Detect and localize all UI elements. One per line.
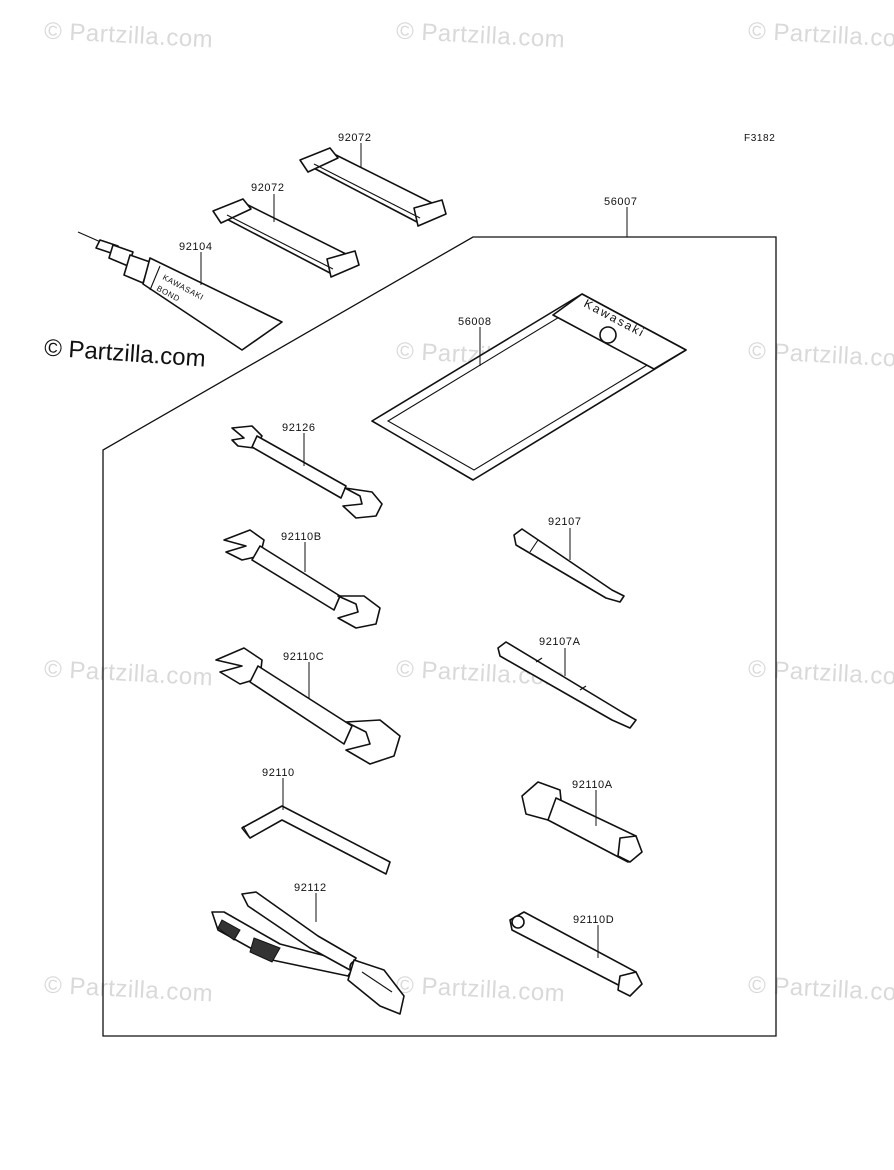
hex-key[interactable] [241,805,391,875]
callout-56008[interactable]: 56008 [458,316,492,328]
callout-92104[interactable]: 92104 [179,241,213,253]
plug-wrench[interactable] [521,781,643,863]
callout-92107[interactable]: 92107 [548,516,582,528]
pliers[interactable] [211,891,405,1015]
callout-92072-upper[interactable]: 92072 [338,132,372,144]
box-wrench[interactable] [509,911,643,997]
callout-92110a[interactable]: 92110A [572,779,613,791]
figure-code: F3182 [744,133,775,144]
wrench-92126[interactable] [231,425,383,519]
callout-92110d[interactable]: 92110D [573,914,614,926]
callout-92110[interactable]: 92110 [262,767,295,779]
strap-upper[interactable] [299,147,447,227]
screwdriver-combo[interactable] [497,641,637,729]
tool-kit-outline [102,236,777,1037]
callout-92112[interactable]: 92112 [294,882,327,894]
callout-92126[interactable]: 92126 [282,422,316,434]
strap-lower[interactable] [212,198,360,278]
screwdriver-phillips[interactable] [513,528,625,603]
callout-92072-lower[interactable]: 92072 [251,182,285,194]
tool-case[interactable]: Kawasaki [371,293,687,481]
wrench-92110b[interactable] [223,529,381,629]
callout-56007[interactable]: 56007 [604,196,638,208]
bond-tube[interactable]: KAWASAKI BOND [77,231,283,351]
callout-92107a[interactable]: 92107A [539,636,581,648]
callout-92110b[interactable]: 92110B [281,531,322,543]
callout-92110c[interactable]: 92110C [283,651,324,663]
wrench-92110c[interactable] [215,647,401,765]
